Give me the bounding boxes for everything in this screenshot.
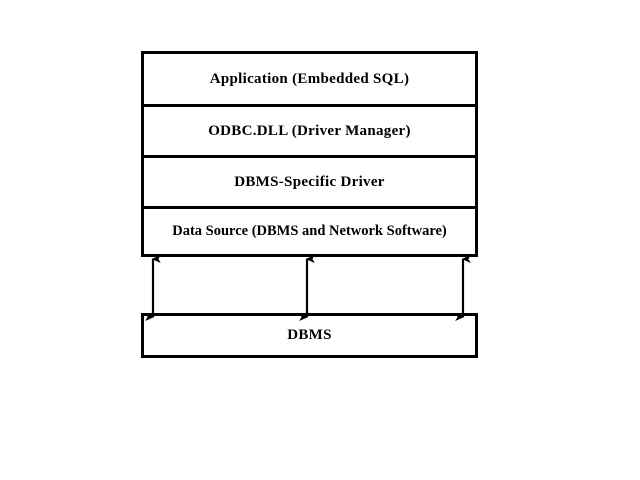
layer-label-application: Application (Embedded SQL)	[209, 70, 410, 87]
layer-label-data-source: Data Source (DBMS and Network Software)	[172, 223, 447, 240]
layer-label-dbms-specific-driver: DBMS-Specific Driver	[234, 173, 385, 190]
layer-box-application: Application (Embedded SQL)	[144, 54, 475, 104]
layer-box-data-source: Data Source (DBMS and Network Software)	[144, 206, 475, 254]
dbms-box: DBMS	[141, 313, 478, 358]
layer-stack: Application (Embedded SQL) ODBC.DLL (Dri…	[141, 51, 478, 257]
layer-box-driver-manager: ODBC.DLL (Driver Manager)	[144, 104, 475, 155]
dbms-label: DBMS	[287, 327, 332, 343]
layer-label-driver-manager: ODBC.DLL (Driver Manager)	[208, 122, 411, 139]
layer-box-dbms-specific-driver: DBMS-Specific Driver	[144, 155, 475, 206]
